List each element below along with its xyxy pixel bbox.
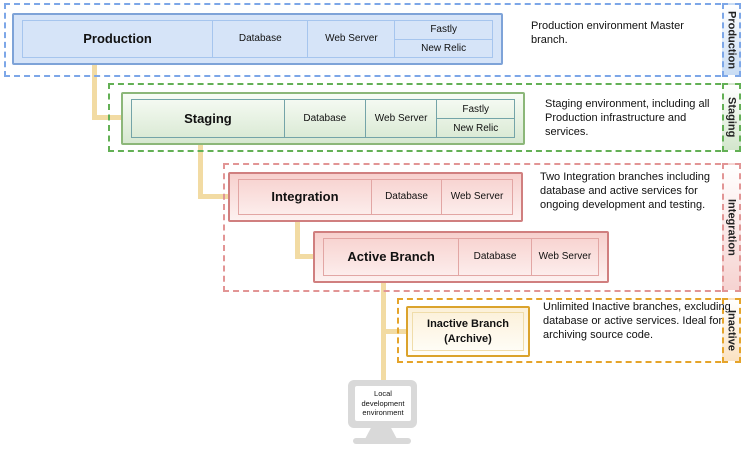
staging-box-table: Staging Database Web Server Fastly New R… <box>131 99 515 138</box>
staging-cell-fastly: Fastly <box>462 103 490 115</box>
inactive-zone-tab-label: Inactive <box>725 310 738 351</box>
inactive-branch-box-inner: Inactive Branch (Archive) <box>412 312 524 351</box>
inactive-branch-box: Inactive Branch (Archive) <box>406 306 530 357</box>
staging-zone: Staging <box>108 83 741 152</box>
production-stacked-cells: Fastly New Relic <box>394 21 492 57</box>
production-cell-fastly: Fastly <box>430 24 457 36</box>
connector-integration-active-vertical <box>295 222 300 259</box>
production-box: Production Database Web Server Fastly Ne… <box>12 13 503 65</box>
inactive-zone-tab: Inactive <box>722 298 741 363</box>
inactive-zone: Inactive <box>397 298 741 363</box>
integration-description: Two Integration branches including datab… <box>540 171 710 211</box>
integration-zone: Integration <box>223 163 741 292</box>
production-cell-new-relic: New Relic <box>395 38 492 58</box>
connector-active-inactive-horizontal <box>381 329 406 334</box>
staging-cell-web-server: Web Server <box>364 100 437 137</box>
staging-zone-tab: Staging <box>722 83 741 152</box>
integration-zone-tab-label: Integration <box>725 199 738 256</box>
inactive-description: Unlimited Inactive branches, excluding d… <box>543 301 731 341</box>
production-description: Production environment Master branch. <box>531 20 684 46</box>
integration-zone-tab: Integration <box>722 163 741 292</box>
monitor-screen-label: Local development environment <box>355 386 411 421</box>
production-box-title: Production <box>83 31 152 47</box>
production-cell-web-server: Web Server <box>307 21 394 57</box>
production-zone-tab: Production <box>722 3 741 77</box>
staging-box: Staging Database Web Server Fastly New R… <box>121 92 525 145</box>
production-zone-tab-label: Production <box>725 10 738 70</box>
connector-staging-integration-vertical <box>198 145 203 199</box>
inactive-branch-title-line2: (Archive) <box>444 332 492 345</box>
monitor-stand-base <box>353 438 411 444</box>
connector-staging-integration-horizontal <box>198 194 228 199</box>
connector-production-staging-vertical <box>92 65 97 120</box>
active-branch-cell-web-server: Web Server <box>530 239 598 275</box>
staging-box-title: Staging <box>184 110 232 126</box>
active-branch-box: Active Branch Database Web Server <box>313 231 609 283</box>
staging-stacked-cells: Fastly New Relic <box>436 100 514 137</box>
active-branch-cell-database: Database <box>458 239 531 275</box>
active-branch-box-table: Active Branch Database Web Server <box>323 238 599 276</box>
integration-box-title: Integration <box>271 189 339 205</box>
production-cell-database: Database <box>212 21 307 57</box>
integration-box-table: Integration Database Web Server <box>238 179 513 215</box>
production-zone: Production <box>4 3 741 77</box>
integration-cell-web-server: Web Server <box>441 180 512 214</box>
inactive-branch-title-line1: Inactive Branch <box>427 318 509 331</box>
staging-zone-tab-label: Staging <box>725 97 738 138</box>
integration-box: Integration Database Web Server <box>228 172 523 222</box>
connector-production-staging-horizontal <box>92 115 121 120</box>
monitor-icon: Local development environment <box>348 380 417 428</box>
staging-cell-new-relic: New Relic <box>437 118 514 137</box>
staging-cell-database: Database <box>283 100 365 137</box>
connector-integration-active-horizontal <box>295 254 313 259</box>
production-box-table: Production Database Web Server Fastly Ne… <box>22 20 493 58</box>
integration-cell-database: Database <box>370 180 441 214</box>
inactive-branch-box-title: Inactive Branch (Archive) <box>427 317 509 346</box>
active-branch-box-title: Active Branch <box>347 249 435 265</box>
monitor-stand-neck <box>365 427 397 439</box>
staging-description: Staging environment, including all Produ… <box>545 98 710 138</box>
